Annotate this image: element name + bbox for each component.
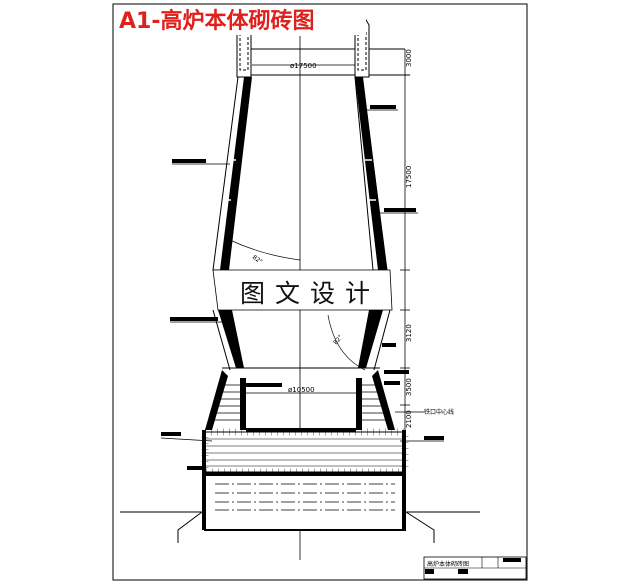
throat-diameter-label: ø17500: [290, 62, 317, 70]
shaft-angle-arc: [229, 239, 301, 261]
bosh-lining: [212, 309, 391, 371]
taphole-centerline-label: 铁口中心线: [424, 408, 454, 416]
bosh-height-label: 3120: [405, 324, 413, 342]
dimension-chain: 3000 17500 3120 3500 2100 铁口中心线: [395, 49, 454, 432]
foundation: [120, 511, 480, 543]
title-block: 高炉本体砌砖图: [423, 556, 527, 580]
leader-callouts: [160, 105, 444, 470]
drawing-title: A1-高炉本体砌砖图: [119, 8, 314, 34]
shaft-height-label: 17500: [405, 166, 413, 188]
shaft-angle-label: 82°: [251, 254, 264, 266]
title-block-drawing-name: 高炉本体砌砖图: [427, 560, 469, 568]
belly: [212, 269, 393, 311]
bosh-angle-arc: [327, 314, 366, 371]
hearth-upper-height-label: 3500: [405, 378, 413, 396]
watermark-text: 图文设计: [240, 279, 380, 308]
drawing-title-group: A1-高炉本体砌砖图: [116, 6, 366, 35]
hearth-diameter-label: ø10500: [288, 386, 315, 394]
taphole-height-label: 2100: [405, 410, 413, 428]
throat-height-label: 3000: [405, 49, 413, 67]
drawing-frame: [112, 3, 528, 581]
drawing-title-backdrop: [116, 6, 366, 35]
hearth: ø10500: [201, 367, 409, 531]
